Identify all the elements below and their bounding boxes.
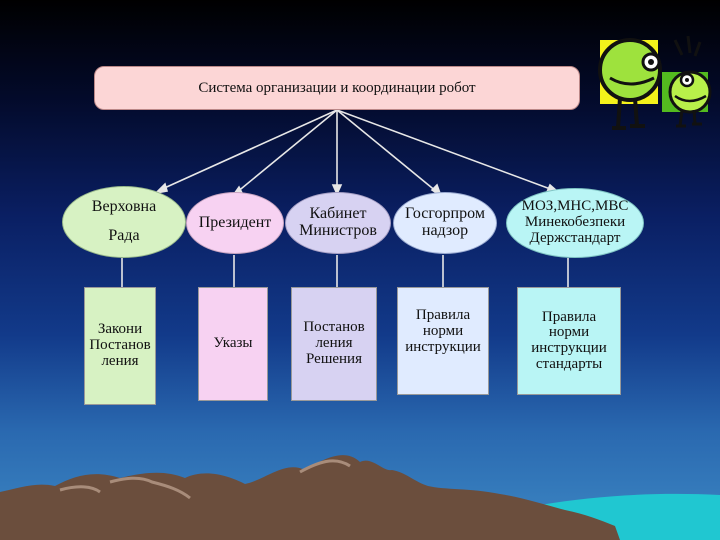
oval-ministries: МОЗ,МНС,МВС Минекобезпеки Держстандарт	[506, 188, 644, 258]
arrow-to-president	[235, 109, 338, 194]
verkhovna-label-line-1: Верховна	[91, 198, 157, 216]
diagram-title: Система организации и координации робот	[198, 79, 476, 96]
verkhovna-label-line-2: Рада	[108, 227, 140, 244]
oval-president: Президент	[186, 192, 284, 254]
cabinet-label-line-2: Министров	[299, 222, 377, 239]
gosgorprom-label-line-2: надзор	[421, 222, 469, 239]
smiley-pupil-small	[685, 78, 689, 82]
docs-cabinet: Постанов ления Решения	[291, 287, 377, 401]
connector-arrows	[153, 109, 561, 199]
cabinet-docs-line-2: ления	[315, 335, 353, 352]
arrowhead-verkhovna	[153, 182, 169, 195]
ministries-label-line-2: Минекобезпеки	[524, 214, 626, 231]
docs-gosgorprom: Правила норми инструкции	[397, 287, 489, 395]
cabinet-docs-line-3: Решения	[306, 350, 362, 367]
arrow-to-ministries	[336, 109, 554, 191]
arrowhead-cabinet	[331, 184, 343, 196]
mountain-range	[0, 455, 620, 540]
president-docs-line-1: Указы	[213, 335, 253, 352]
ministries-docs-line-2: норми	[548, 324, 590, 341]
docs-president: Указы	[198, 287, 268, 401]
docs-verkhovna: Закони Постанов ления	[84, 287, 156, 405]
arrow-to-verkhovna	[159, 109, 338, 191]
smiley-legs-large	[612, 97, 645, 130]
gosgorprom-docs-line-2: норми	[422, 322, 464, 339]
smiley-legs-small	[676, 109, 702, 128]
gosgorprom-docs-line-1: Правила	[415, 307, 471, 323]
oval-cabinet: Кабинет Министров	[285, 192, 391, 254]
gosgorprom-docs-line-3: инструкции	[405, 338, 481, 355]
verkhovna-docs-line-1: Закони	[97, 321, 143, 338]
smiley-faces-icon	[598, 35, 712, 130]
arrow-to-gosgorprom	[336, 109, 438, 193]
oval-verkhovna: Верховна Рада	[62, 186, 186, 258]
smiley-mouth-large	[609, 76, 655, 86]
ministries-docs-line-1: Правила	[541, 308, 597, 325]
smiley-pupil-large	[648, 59, 654, 65]
president-label-line-1: Президент	[198, 213, 272, 231]
gosgorprom-label-line-1: Госгорпром	[405, 205, 485, 223]
cabinet-docs-line-1: Постанов	[303, 319, 365, 336]
title-box: Система организации и координации робот	[94, 66, 580, 110]
smiley-face-small	[668, 70, 712, 114]
smiley-motion-lines	[673, 35, 702, 57]
verkhovna-docs-line-3: ления	[101, 352, 139, 369]
mountain-highlights	[59, 459, 351, 500]
docs-ministries: Правила норми инструкции стандарты	[517, 287, 621, 395]
ministries-docs-line-4: стандарты	[535, 355, 603, 372]
ministries-label-line-1: МОЗ,МНС,МВС	[521, 198, 629, 215]
cabinet-label-line-1: Кабинет	[309, 205, 367, 223]
smiley-mouth-small	[674, 94, 707, 103]
document-connectors	[121, 255, 569, 288]
verkhovna-docs-line-2: Постанов	[89, 337, 151, 354]
oval-gosgorprom: Госгорпром надзор	[393, 192, 497, 254]
ministries-docs-line-3: инструкции	[531, 340, 607, 356]
ministries-label-line-3: Держстандарт	[529, 229, 621, 246]
